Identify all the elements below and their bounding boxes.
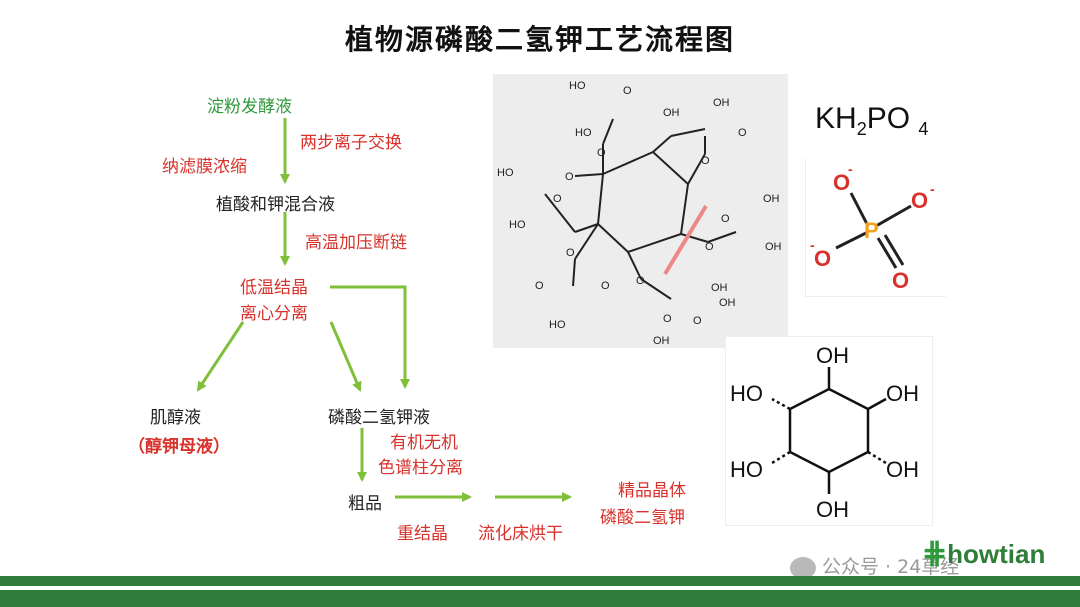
struct-label: HO	[549, 319, 566, 331]
phosphate-label: O	[833, 170, 850, 195]
struct-label: O	[636, 275, 645, 287]
formula-sub2: 2	[856, 119, 867, 139]
inositol-structure: OH HO OH HO OH OH	[725, 336, 933, 526]
struct-label: O	[663, 313, 672, 325]
final-line2: 磷酸二氢钾	[600, 508, 685, 528]
logo: ⋕howtian	[922, 536, 1045, 571]
struct-label: O	[738, 127, 747, 139]
struct-label: OH	[719, 297, 736, 309]
struct-label: HO	[509, 219, 526, 231]
struct-label: O	[705, 241, 714, 253]
inositol-label: OH	[816, 497, 849, 522]
logo-mark-icon: ⋕	[922, 537, 948, 570]
footer-bar-bottom	[0, 590, 1080, 607]
inositol-label: HO	[730, 381, 763, 406]
step-ion-exchange: 两步离子交换	[300, 133, 402, 153]
wechat-icon	[790, 556, 816, 579]
node-mix-liquid: 植酸和钾混合液	[216, 195, 335, 215]
struct-label: HO	[575, 127, 592, 139]
inositol-label: OH	[816, 343, 849, 368]
struct-label: OH	[653, 335, 670, 347]
phosphate-structure: O - O - O - P O	[805, 158, 946, 297]
node-kdp-liquid: 磷酸二氢钾液	[328, 408, 430, 428]
struct-label: O	[553, 193, 562, 205]
node-crude: 粗品	[348, 494, 382, 514]
struct-label: O	[693, 315, 702, 327]
phosphate-label: O	[911, 188, 928, 213]
step-chrom-line1: 有机无机	[390, 433, 458, 453]
struct-label: O	[623, 85, 632, 97]
struct-label: O	[701, 155, 710, 167]
inositol-label: OH	[886, 457, 919, 482]
node-cryst-line2: 离心分离	[240, 304, 308, 324]
formula-main: KH	[815, 102, 857, 135]
formula-po: PO	[866, 102, 911, 135]
node-inositol-note: （醇钾母液）	[128, 437, 230, 457]
struct-label: OH	[663, 107, 680, 119]
struct-label: OH	[713, 97, 730, 109]
struct-label: O	[566, 247, 575, 259]
struct-label: O	[721, 213, 730, 225]
formula-kh2po4: KH2PO 4	[815, 102, 928, 140]
page-title: 植物源磷酸二氢钾工艺流程图	[344, 23, 735, 56]
step-recryst: 重结晶	[397, 524, 448, 544]
phosphate-label: -	[848, 161, 853, 177]
logo-text: howtian	[947, 539, 1046, 569]
watermark: 公众号 · 24草经	[790, 552, 959, 579]
node-inositol-liquid: 肌醇液	[150, 408, 201, 428]
step-dry: 流化床烘干	[478, 524, 563, 544]
struct-label: O	[597, 147, 606, 159]
struct-label: OH	[711, 282, 728, 294]
struct-label: O	[601, 280, 610, 292]
phytic-acid-structure: HO HO O O OH OH O O HO HO O O O OH OH O …	[493, 74, 788, 348]
inositol-label: HO	[730, 457, 763, 482]
phosphate-label: -	[930, 181, 935, 197]
arrow-cryst-to-kdp	[329, 321, 362, 392]
struct-label: OH	[765, 241, 782, 253]
arrow-cryst-to-inositol	[196, 321, 245, 392]
node-cryst-line1: 低温结晶	[240, 278, 308, 298]
node-starch-fermentation: 淀粉发酵液	[207, 97, 292, 117]
final-line1: 精品晶体	[618, 481, 686, 501]
watermark-text: 公众号 · 24草经	[822, 556, 960, 578]
phosphate-label: P	[864, 218, 879, 243]
struct-label: OH	[763, 193, 780, 205]
formula-sub4: 4	[918, 119, 929, 139]
step-membrane: 纳滤膜浓缩	[162, 157, 247, 177]
struct-label: O	[535, 280, 544, 292]
struct-label: HO	[497, 167, 514, 179]
struct-label: O	[565, 171, 574, 183]
arrow-cryst-bypass	[330, 285, 410, 389]
footer-bar	[0, 576, 1080, 586]
phosphate-label: O	[814, 246, 831, 271]
step-chrom-line2: 色谱柱分离	[378, 458, 463, 478]
phosphate-label: O	[892, 268, 909, 293]
phosphate-label: -	[810, 237, 815, 253]
inositol-label: OH	[886, 381, 919, 406]
struct-label: HO	[569, 80, 586, 92]
step-high-temp: 高温加压断链	[305, 233, 407, 253]
